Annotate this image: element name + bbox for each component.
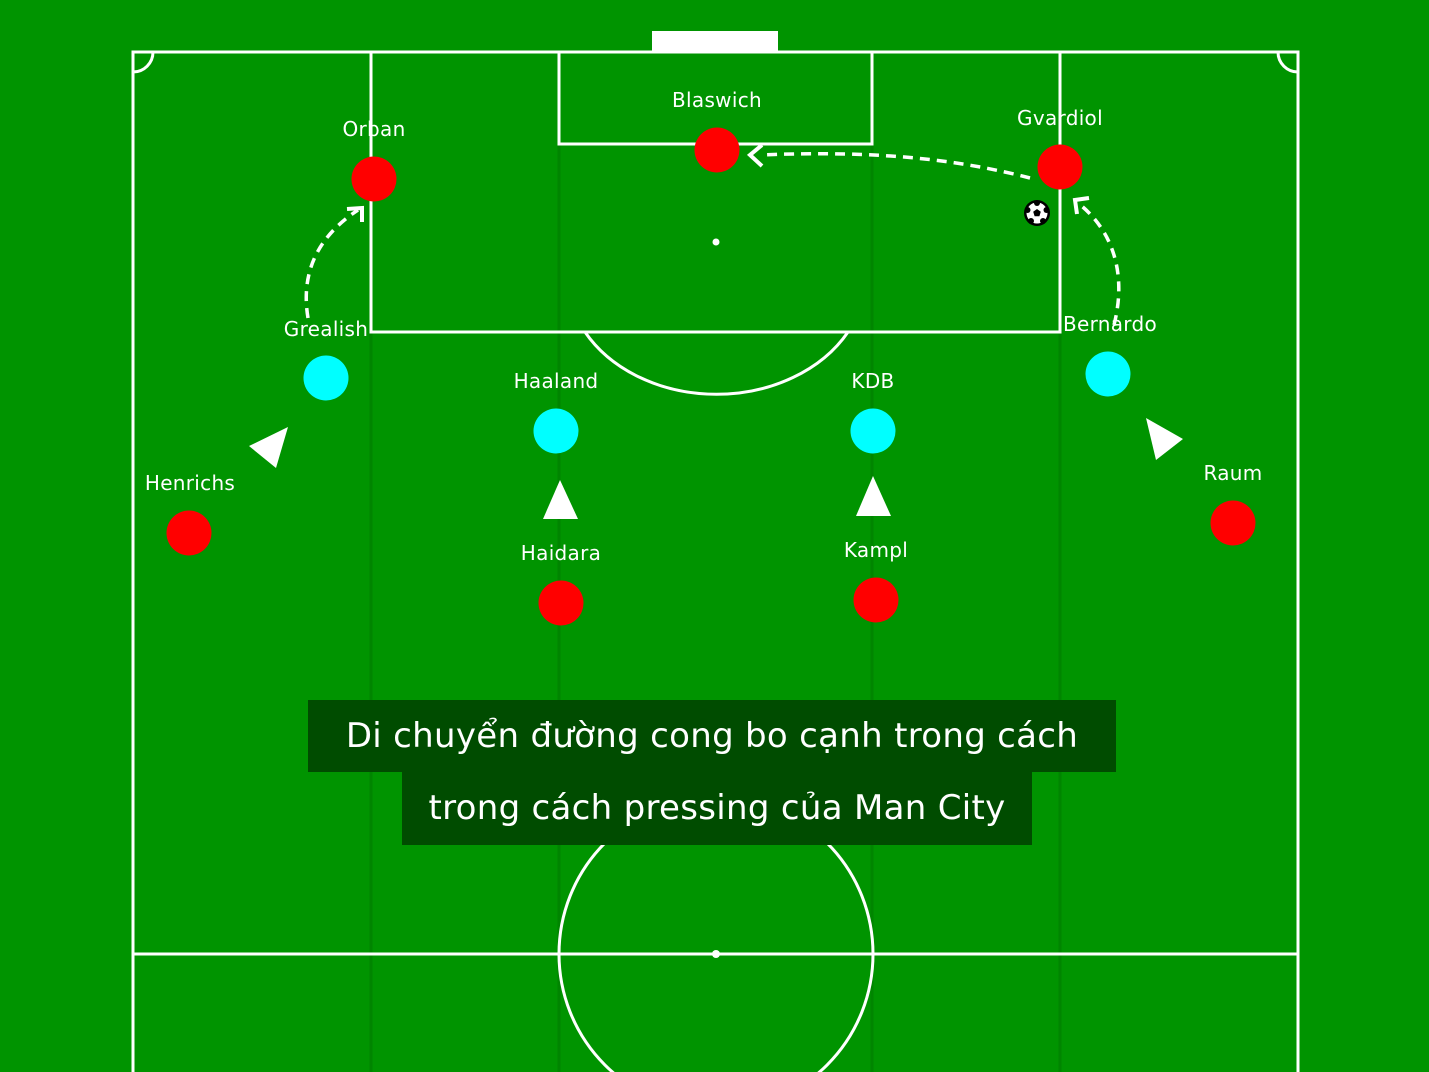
- arrow-grealish-to-orban: [304, 208, 359, 319]
- label-gvardiol: Gvardiol: [1017, 106, 1103, 130]
- player-henrichs: [166, 510, 212, 556]
- triangle-left-icon: [249, 427, 288, 468]
- direction-markers: [249, 418, 1183, 519]
- triangle-right-icon: [1146, 418, 1183, 460]
- label-henrichs: Henrichs: [144, 471, 236, 495]
- arrowhead-up-left-icon: [1072, 196, 1090, 215]
- label-kdb: KDB: [851, 369, 895, 393]
- players-red: [166, 127, 1256, 626]
- player-kdb: [850, 408, 896, 454]
- arrow-heads: [346, 143, 1090, 222]
- triangle-up-icon: [856, 476, 891, 516]
- pitch-stripes: [369, 52, 1062, 1072]
- movement-arrows: [304, 151, 1121, 326]
- penalty-spot: [712, 238, 720, 246]
- corner-arc-left: [132, 51, 155, 74]
- player-orban: [351, 156, 397, 202]
- label-blaswich: Blaswich: [672, 88, 762, 112]
- pitch-lines: [131, 31, 1300, 1072]
- penalty-arc: [583, 331, 850, 396]
- caption-line-1: Di chuyển đường cong bo cạnh trong cách: [308, 700, 1116, 772]
- arrowhead-up-right-icon: [346, 205, 364, 222]
- player-bernardo: [1085, 351, 1131, 397]
- label-grealish: Grealish: [283, 317, 369, 341]
- corner-arc-right: [1276, 51, 1299, 74]
- players-cyan: [303, 351, 1131, 454]
- soccer-ball-icon: [1024, 200, 1050, 226]
- player-haaland: [533, 408, 579, 454]
- goal: [652, 31, 778, 52]
- label-haidara: Haidara: [520, 541, 602, 565]
- arrow-bernardo-to-gvardiol: [1076, 201, 1121, 326]
- label-kampl: Kampl: [843, 538, 909, 562]
- arrow-gvardiol-to-blaswich: [759, 151, 1031, 180]
- touchline: [131, 50, 1300, 1072]
- caption-line-2: trong cách pressing của Man City: [402, 772, 1032, 845]
- center-spot: [712, 950, 720, 958]
- arrowhead-left-icon: [746, 143, 764, 168]
- player-blaswich: [694, 127, 740, 173]
- player-gvardiol: [1037, 144, 1083, 190]
- label-bernardo: Bernardo: [1062, 312, 1158, 336]
- player-raum: [1210, 500, 1256, 546]
- label-haaland: Haaland: [513, 369, 599, 393]
- player-kampl: [853, 577, 899, 623]
- label-orban: Orban: [342, 117, 406, 141]
- label-raum: Raum: [1203, 461, 1263, 485]
- triangle-up-icon: [543, 480, 578, 519]
- player-haidara: [538, 580, 584, 626]
- player-grealish: [303, 355, 349, 401]
